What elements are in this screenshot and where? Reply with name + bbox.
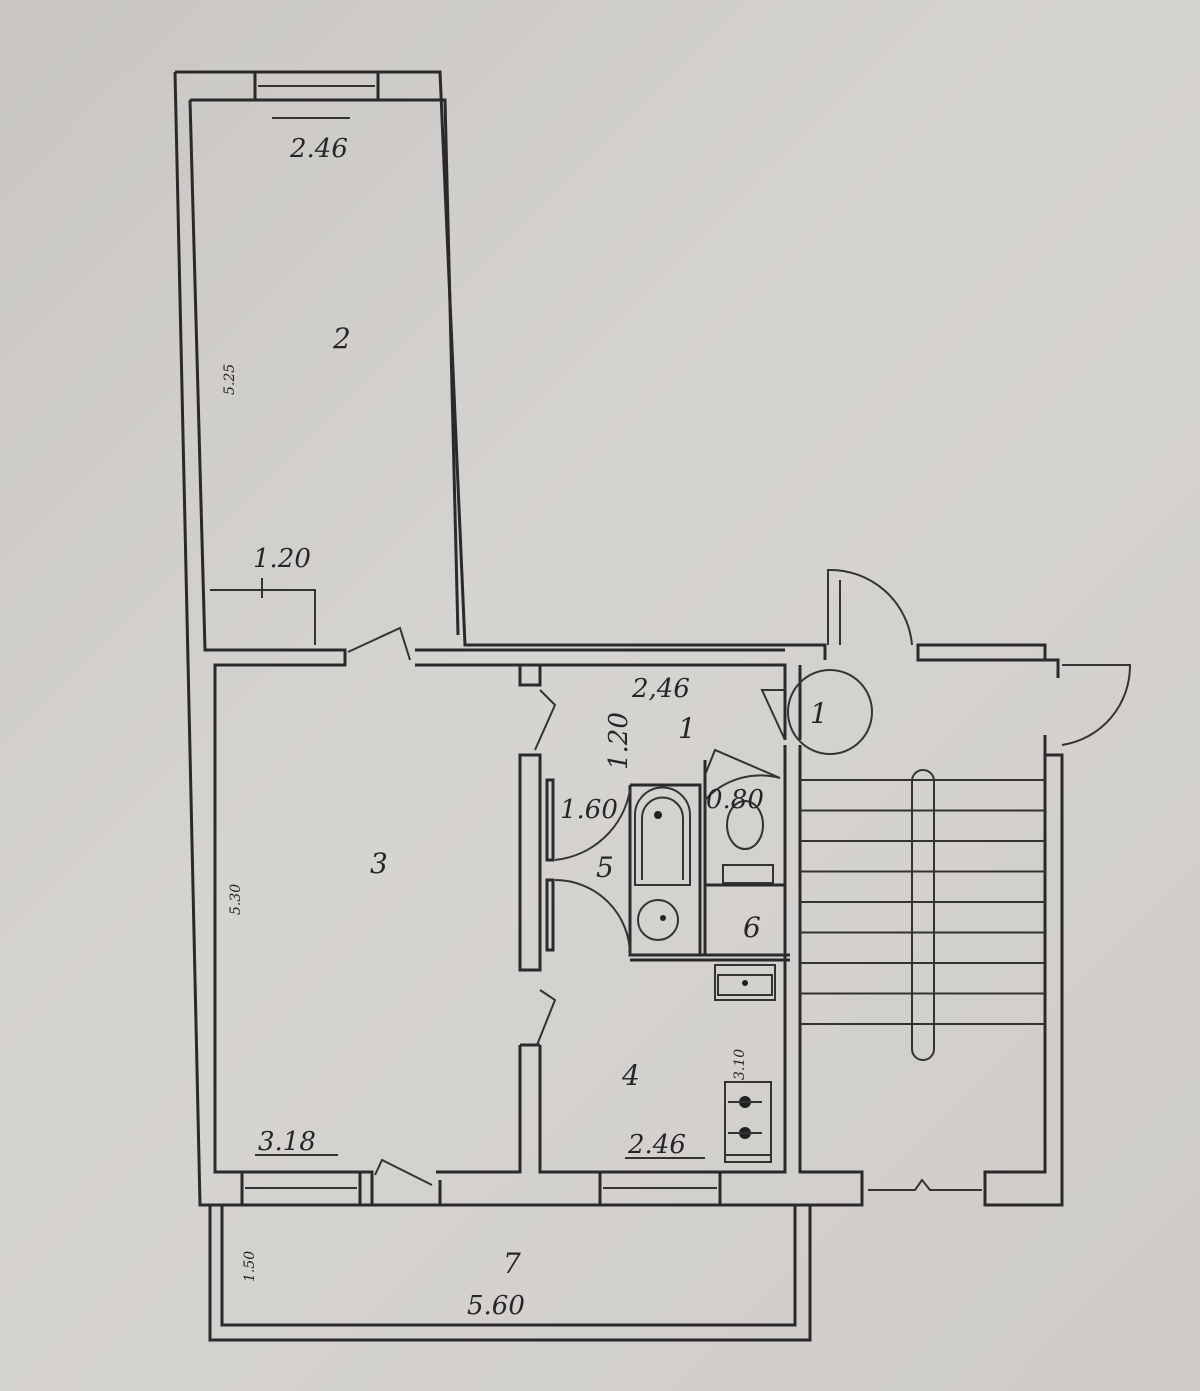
stair-marker-label: 1 bbox=[810, 697, 828, 730]
room1-width: 2,46 bbox=[631, 674, 690, 704]
doors bbox=[347, 568, 1132, 1191]
dimension-arrows bbox=[255, 117, 705, 1159]
room3-length: 5.30 bbox=[228, 884, 244, 915]
stairs bbox=[800, 779, 1045, 1025]
room-3-label: 3 bbox=[370, 847, 388, 880]
room7-width: 5.60 bbox=[467, 1291, 525, 1321]
washbasin bbox=[637, 899, 679, 941]
stove bbox=[724, 1081, 772, 1163]
room-2-label: 2 bbox=[332, 322, 351, 355]
room4-length: 3.10 bbox=[732, 1049, 748, 1080]
room-1-label: 1 bbox=[678, 712, 696, 745]
room-5-label: 5 bbox=[596, 851, 614, 884]
closet bbox=[210, 578, 316, 645]
room-6-label: 6 bbox=[743, 911, 761, 944]
room1-depth: 1.20 bbox=[604, 712, 634, 770]
stair-handrail bbox=[911, 769, 935, 1061]
windows bbox=[245, 85, 717, 1189]
room2-width: 2.46 bbox=[289, 134, 348, 164]
room-4-label: 4 bbox=[621, 1059, 640, 1092]
room2-length: 5.25 bbox=[222, 364, 238, 395]
room3-width: 3.18 bbox=[258, 1127, 316, 1157]
room-7-label: 7 bbox=[503, 1247, 521, 1280]
bathtub bbox=[634, 786, 691, 886]
walls bbox=[173, 70, 1064, 1342]
room7-depth: 1.50 bbox=[242, 1251, 258, 1282]
room6-width: 0.80 bbox=[706, 785, 764, 815]
stair-marker-circle bbox=[787, 669, 873, 755]
room4-width: 2.46 bbox=[627, 1130, 686, 1160]
room2-closet: 1.20 bbox=[253, 544, 311, 574]
kitchen-sink bbox=[714, 964, 776, 1001]
room5-length: 1.60 bbox=[560, 795, 618, 825]
toilet bbox=[722, 800, 774, 884]
